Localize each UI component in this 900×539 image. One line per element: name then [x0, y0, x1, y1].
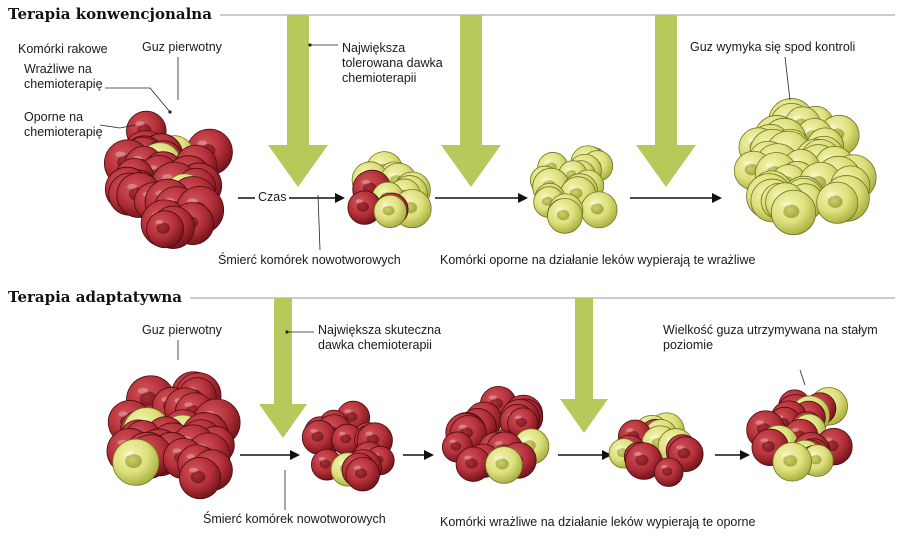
time-label: Czas — [255, 190, 290, 205]
tumor-uncontrolled-label: Guz wymyka się spod kontroli — [690, 40, 856, 54]
cell-cluster-icon — [103, 110, 233, 249]
resistant-cell — [373, 194, 407, 228]
down-arrow-icon — [268, 15, 328, 187]
cell-cluster-icon — [529, 145, 618, 234]
right-arrow-icon — [602, 450, 612, 460]
sensitive-replace-label: Komórki wrażliwe na działanie leków wypi… — [440, 515, 756, 529]
leader-line — [105, 87, 171, 113]
max-tolerated-dose-label: Największa tolerowana dawka chemioterapi… — [342, 41, 443, 85]
sensitive-cells-label: Wrażliwe na chemioterapię — [24, 62, 103, 91]
resistant-cell — [580, 191, 618, 229]
resistant-cell — [816, 181, 859, 224]
leader-line — [317, 194, 321, 251]
right-arrow-icon — [335, 193, 345, 203]
sensitive-cell — [301, 420, 337, 455]
down-arrow-icon — [259, 298, 307, 438]
leader-line — [784, 56, 791, 101]
tumor-cell-death-label: Śmierć komórek nowotworowych — [218, 253, 401, 267]
adaptive-primary-tumor-label: Guz pierwotny — [142, 323, 222, 337]
max-effective-dose-label: Największa skuteczna dawka chemioterapii — [318, 323, 441, 352]
resistant-replace-label: Komórki oporne na działanie leków wypier… — [440, 253, 756, 267]
down-arrow-icon — [441, 15, 501, 187]
sensitive-cell — [654, 457, 684, 487]
leader-dot — [308, 43, 312, 47]
sensitive-cell — [178, 456, 222, 500]
resistant-cell — [770, 189, 817, 236]
resistant-cell — [485, 446, 523, 484]
tumor-stable-label: Wielkość guza utrzymywana na stałym pozi… — [663, 323, 878, 352]
right-arrow-icon — [740, 450, 750, 460]
conventional-therapy-heading: Terapia konwencjonalna — [8, 5, 216, 23]
right-arrow-icon — [518, 193, 528, 203]
sensitive-cell — [331, 423, 363, 456]
leader-dot — [285, 330, 289, 334]
sensitive-cell — [625, 442, 663, 480]
leader-line — [799, 369, 806, 386]
right-arrow-icon — [290, 450, 300, 460]
sensitive-cell — [751, 428, 789, 467]
resistant-cell — [112, 438, 160, 486]
cell-cluster-icon — [733, 98, 877, 236]
cell-cluster-icon — [746, 387, 853, 482]
adaptive-tumor-cell-death-label: Śmierć komórek nowotworowych — [203, 512, 386, 526]
primary-tumor-label: Guz pierwotny — [142, 40, 222, 54]
cell-cluster-icon — [347, 151, 432, 229]
down-arrow-icon — [560, 298, 608, 433]
cell-cluster-icon — [441, 385, 550, 484]
cell-cluster-icon — [106, 371, 241, 500]
cell-cluster-icon — [301, 400, 395, 492]
resistant-cell — [547, 198, 583, 234]
leader-line — [99, 124, 136, 129]
right-arrow-icon — [424, 450, 434, 460]
adaptive-therapy-heading: Terapia adaptatywna — [8, 288, 186, 306]
sensitive-cell — [146, 210, 185, 249]
cancer-cells-label: Komórki rakowe — [18, 42, 108, 56]
cell-cluster-icon — [608, 412, 704, 487]
resistant-cells-label: Oporne na chemioterapię — [24, 110, 103, 139]
leader-dot — [168, 110, 172, 114]
down-arrow-icon — [636, 15, 696, 187]
resistant-cell — [772, 442, 812, 482]
sensitive-cell — [347, 190, 382, 225]
sensitive-cell — [345, 456, 380, 492]
right-arrow-icon — [712, 193, 722, 203]
